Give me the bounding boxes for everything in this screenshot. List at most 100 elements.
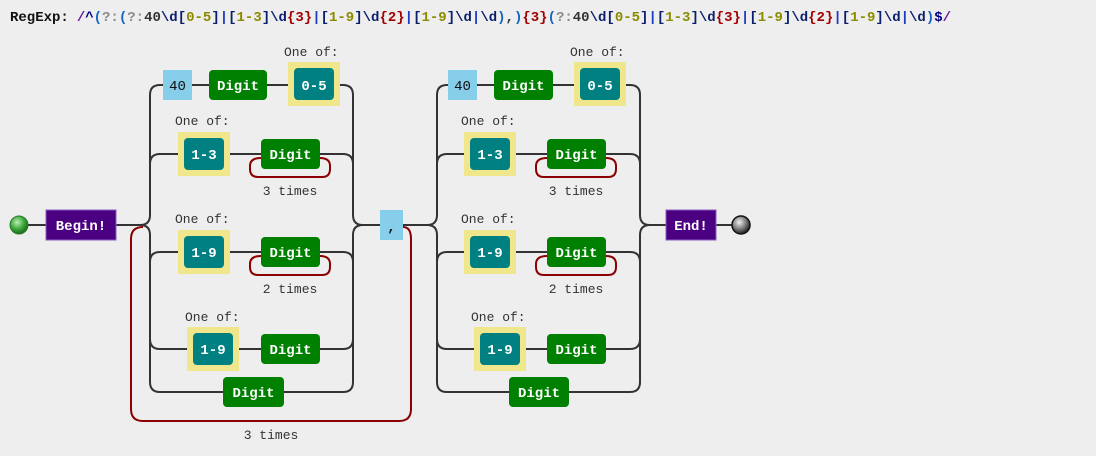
literal-40[interactable]: 40 — [163, 70, 192, 100]
end-label: End! — [674, 219, 708, 235]
digit-node[interactable]: Digit — [223, 377, 284, 407]
regex-token: ] — [690, 10, 699, 26]
regexp-header: RegExp:/^(?:(?:40\d[0-5]|[1-3]\d{3}|[1-9… — [10, 10, 951, 26]
repeat-loop-g2-b2 — [535, 157, 617, 178]
regex-token: ] — [446, 10, 456, 26]
literal-40-text: 40 — [169, 79, 186, 95]
digit-label: Digit — [232, 386, 274, 402]
digit-label: Digit — [555, 246, 597, 262]
regex-token: 1-9 — [329, 10, 355, 26]
repeat-count-label: 3 times — [263, 184, 318, 199]
charset-1-9-text: 1-9 — [487, 343, 512, 359]
charset-1-9-text: 1-9 — [200, 343, 225, 359]
regex-token: ^ — [85, 10, 94, 26]
regex-token: [ — [177, 10, 187, 26]
end-circle-icon — [731, 215, 751, 235]
digit-label: Digit — [502, 79, 544, 95]
alternation-group-1: 40 Digit One of: 0-5 One of: 1-3 — [163, 45, 340, 407]
begin-label: Begin! — [56, 219, 106, 235]
digit-node[interactable]: Digit — [509, 377, 569, 407]
regex-token: | — [740, 10, 750, 26]
digit-label: Digit — [518, 386, 560, 402]
regex-token: [ — [228, 10, 237, 26]
g1-branch-4: One of: 1-9 Digit — [185, 310, 320, 371]
one-of-label: One of: — [175, 114, 230, 129]
regex-token: ( — [93, 10, 103, 26]
regex-token: | — [312, 10, 321, 26]
charset-1-9[interactable]: 1-9 — [187, 327, 239, 371]
charset-1-9-text: 1-9 — [191, 246, 216, 262]
regex-token: ) — [497, 10, 506, 26]
digit-label: Digit — [269, 343, 311, 359]
digit-node[interactable]: Digit — [261, 237, 320, 267]
regex-token: [ — [749, 10, 758, 26]
digit-node[interactable]: Digit — [494, 70, 553, 100]
charset-1-3[interactable]: 1-3 — [178, 132, 230, 176]
charset-1-9[interactable]: 1-9 — [464, 230, 516, 274]
g2-branch-1: 40 Digit One of: 0-5 — [448, 45, 626, 106]
regex-token: 0-5 — [614, 10, 641, 26]
one-of-label: One of: — [570, 45, 625, 60]
digit-label: Digit — [269, 148, 311, 164]
regex-token: $ — [934, 10, 943, 26]
regexp-label: RegExp: — [10, 10, 69, 26]
g1-branch-5: Digit — [223, 377, 284, 407]
charset-1-9[interactable]: 1-9 — [474, 327, 526, 371]
charset-0-5[interactable]: 0-5 — [288, 62, 340, 106]
regex-token: \d — [480, 10, 498, 26]
regex-token: 1-3 — [665, 10, 691, 26]
regex-token: {2} — [379, 10, 405, 26]
g2-branch-4: One of: 1-9 Digit — [471, 310, 606, 371]
regex-token: [ — [656, 10, 666, 26]
digit-node[interactable]: Digit — [209, 70, 267, 100]
regex-token: [ — [606, 10, 615, 26]
regex-token: \d — [883, 10, 901, 26]
regex-token: ) — [513, 10, 523, 26]
regex-token: \d — [589, 10, 607, 26]
charset-0-5-text: 0-5 — [301, 79, 326, 95]
regex-token: ( — [547, 10, 556, 26]
begin-node[interactable]: Begin! — [45, 209, 117, 241]
regex-token: ] — [354, 10, 363, 26]
literal-40[interactable]: 40 — [448, 70, 477, 100]
digit-node[interactable]: Digit — [261, 334, 320, 364]
regex-token: 1-9 — [421, 10, 447, 26]
regex-token: {3} — [522, 10, 548, 26]
regex-token: {3} — [715, 10, 741, 26]
regexp-source: /^(?:(?:40\d[0-5]|[1-3]\d{3}|[1-9]\d{2}|… — [77, 10, 951, 26]
regex-token: {2} — [808, 10, 834, 26]
regex-token: \d — [270, 10, 287, 26]
digit-label: Digit — [217, 79, 259, 95]
literal-comma-text: , — [387, 220, 395, 236]
regex-token: 1-3 — [236, 10, 262, 26]
regex-token: ] — [640, 10, 649, 26]
one-of-label: One of: — [471, 310, 526, 325]
digit-node[interactable]: Digit — [547, 334, 606, 364]
outer-repeat-loop — [130, 226, 412, 422]
regex-token: ( — [118, 10, 128, 26]
digit-node[interactable]: Digit — [547, 237, 606, 267]
repeat-loop-g2-b3 — [535, 255, 617, 276]
regex-token: \d — [362, 10, 380, 26]
regex-token: ?: — [127, 10, 145, 26]
digit-node[interactable]: Digit — [547, 139, 606, 169]
start-circle-icon — [9, 215, 29, 235]
regex-token: 1-9 — [850, 10, 876, 26]
charset-1-9[interactable]: 1-9 — [178, 230, 230, 274]
g2-branch-2: One of: 1-3 Digit 3 times — [461, 114, 606, 199]
charset-1-3[interactable]: 1-3 — [464, 132, 516, 176]
outer-repeat-label: 3 times — [244, 428, 299, 443]
regex-token: ] — [782, 10, 792, 26]
literal-comma[interactable]: , — [380, 210, 403, 240]
regex-token: \d — [791, 10, 809, 26]
digit-node[interactable]: Digit — [261, 139, 320, 169]
digit-label: Digit — [555, 343, 597, 359]
end-node[interactable]: End! — [665, 209, 717, 241]
charset-0-5-text: 0-5 — [587, 79, 612, 95]
regex-token: ?: — [102, 10, 119, 26]
regex-token: | — [219, 10, 229, 26]
regex-token: | — [900, 10, 910, 26]
charset-1-3-text: 1-3 — [477, 148, 502, 164]
charset-0-5[interactable]: 0-5 — [574, 62, 626, 106]
